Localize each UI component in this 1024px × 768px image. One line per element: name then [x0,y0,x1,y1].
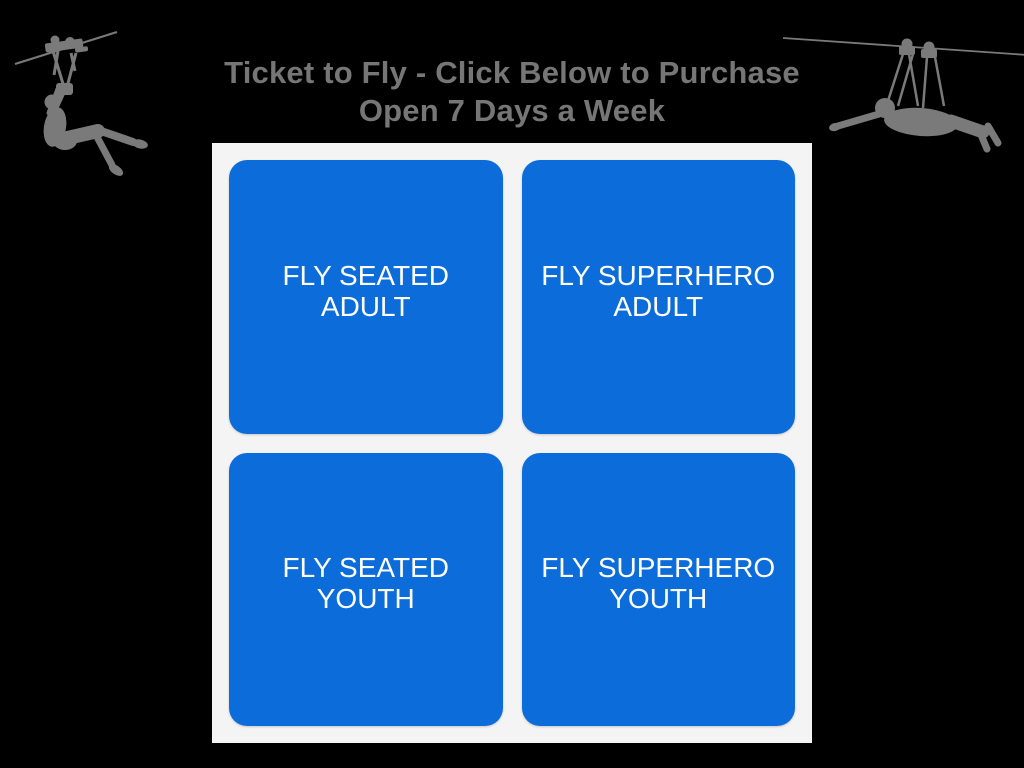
zipline-rider-superhero-icon [783,18,1024,158]
ticket-button-fly-superhero-adult[interactable]: FLY SUPERHERO ADULT [521,160,795,434]
ticket-button-label: FLY SUPERHERO ADULT [541,259,776,322]
page-title-line2: Open 7 Days a Week [358,93,666,128]
page-title-line1: Ticket to Fly - Click Below to Purchase [224,55,800,90]
page-title: Ticket to Fly - Click Below to Purchase … [0,54,1024,130]
zipline-rider-seated-icon [13,27,163,187]
ticket-button-fly-seated-adult[interactable]: FLY SEATED ADULT [229,160,503,434]
ticket-panel: FLY SEATED ADULT FLY SUPERHERO ADULT FLY… [212,143,812,743]
ticket-button-fly-superhero-youth[interactable]: FLY SUPERHERO YOUTH [521,452,795,726]
ticket-button-fly-seated-youth[interactable]: FLY SEATED YOUTH [229,452,503,726]
ticket-button-label: FLY SEATED YOUTH [282,552,450,615]
ticket-button-label: FLY SUPERHERO YOUTH [541,552,776,615]
ticket-button-label: FLY SEATED ADULT [282,259,450,322]
